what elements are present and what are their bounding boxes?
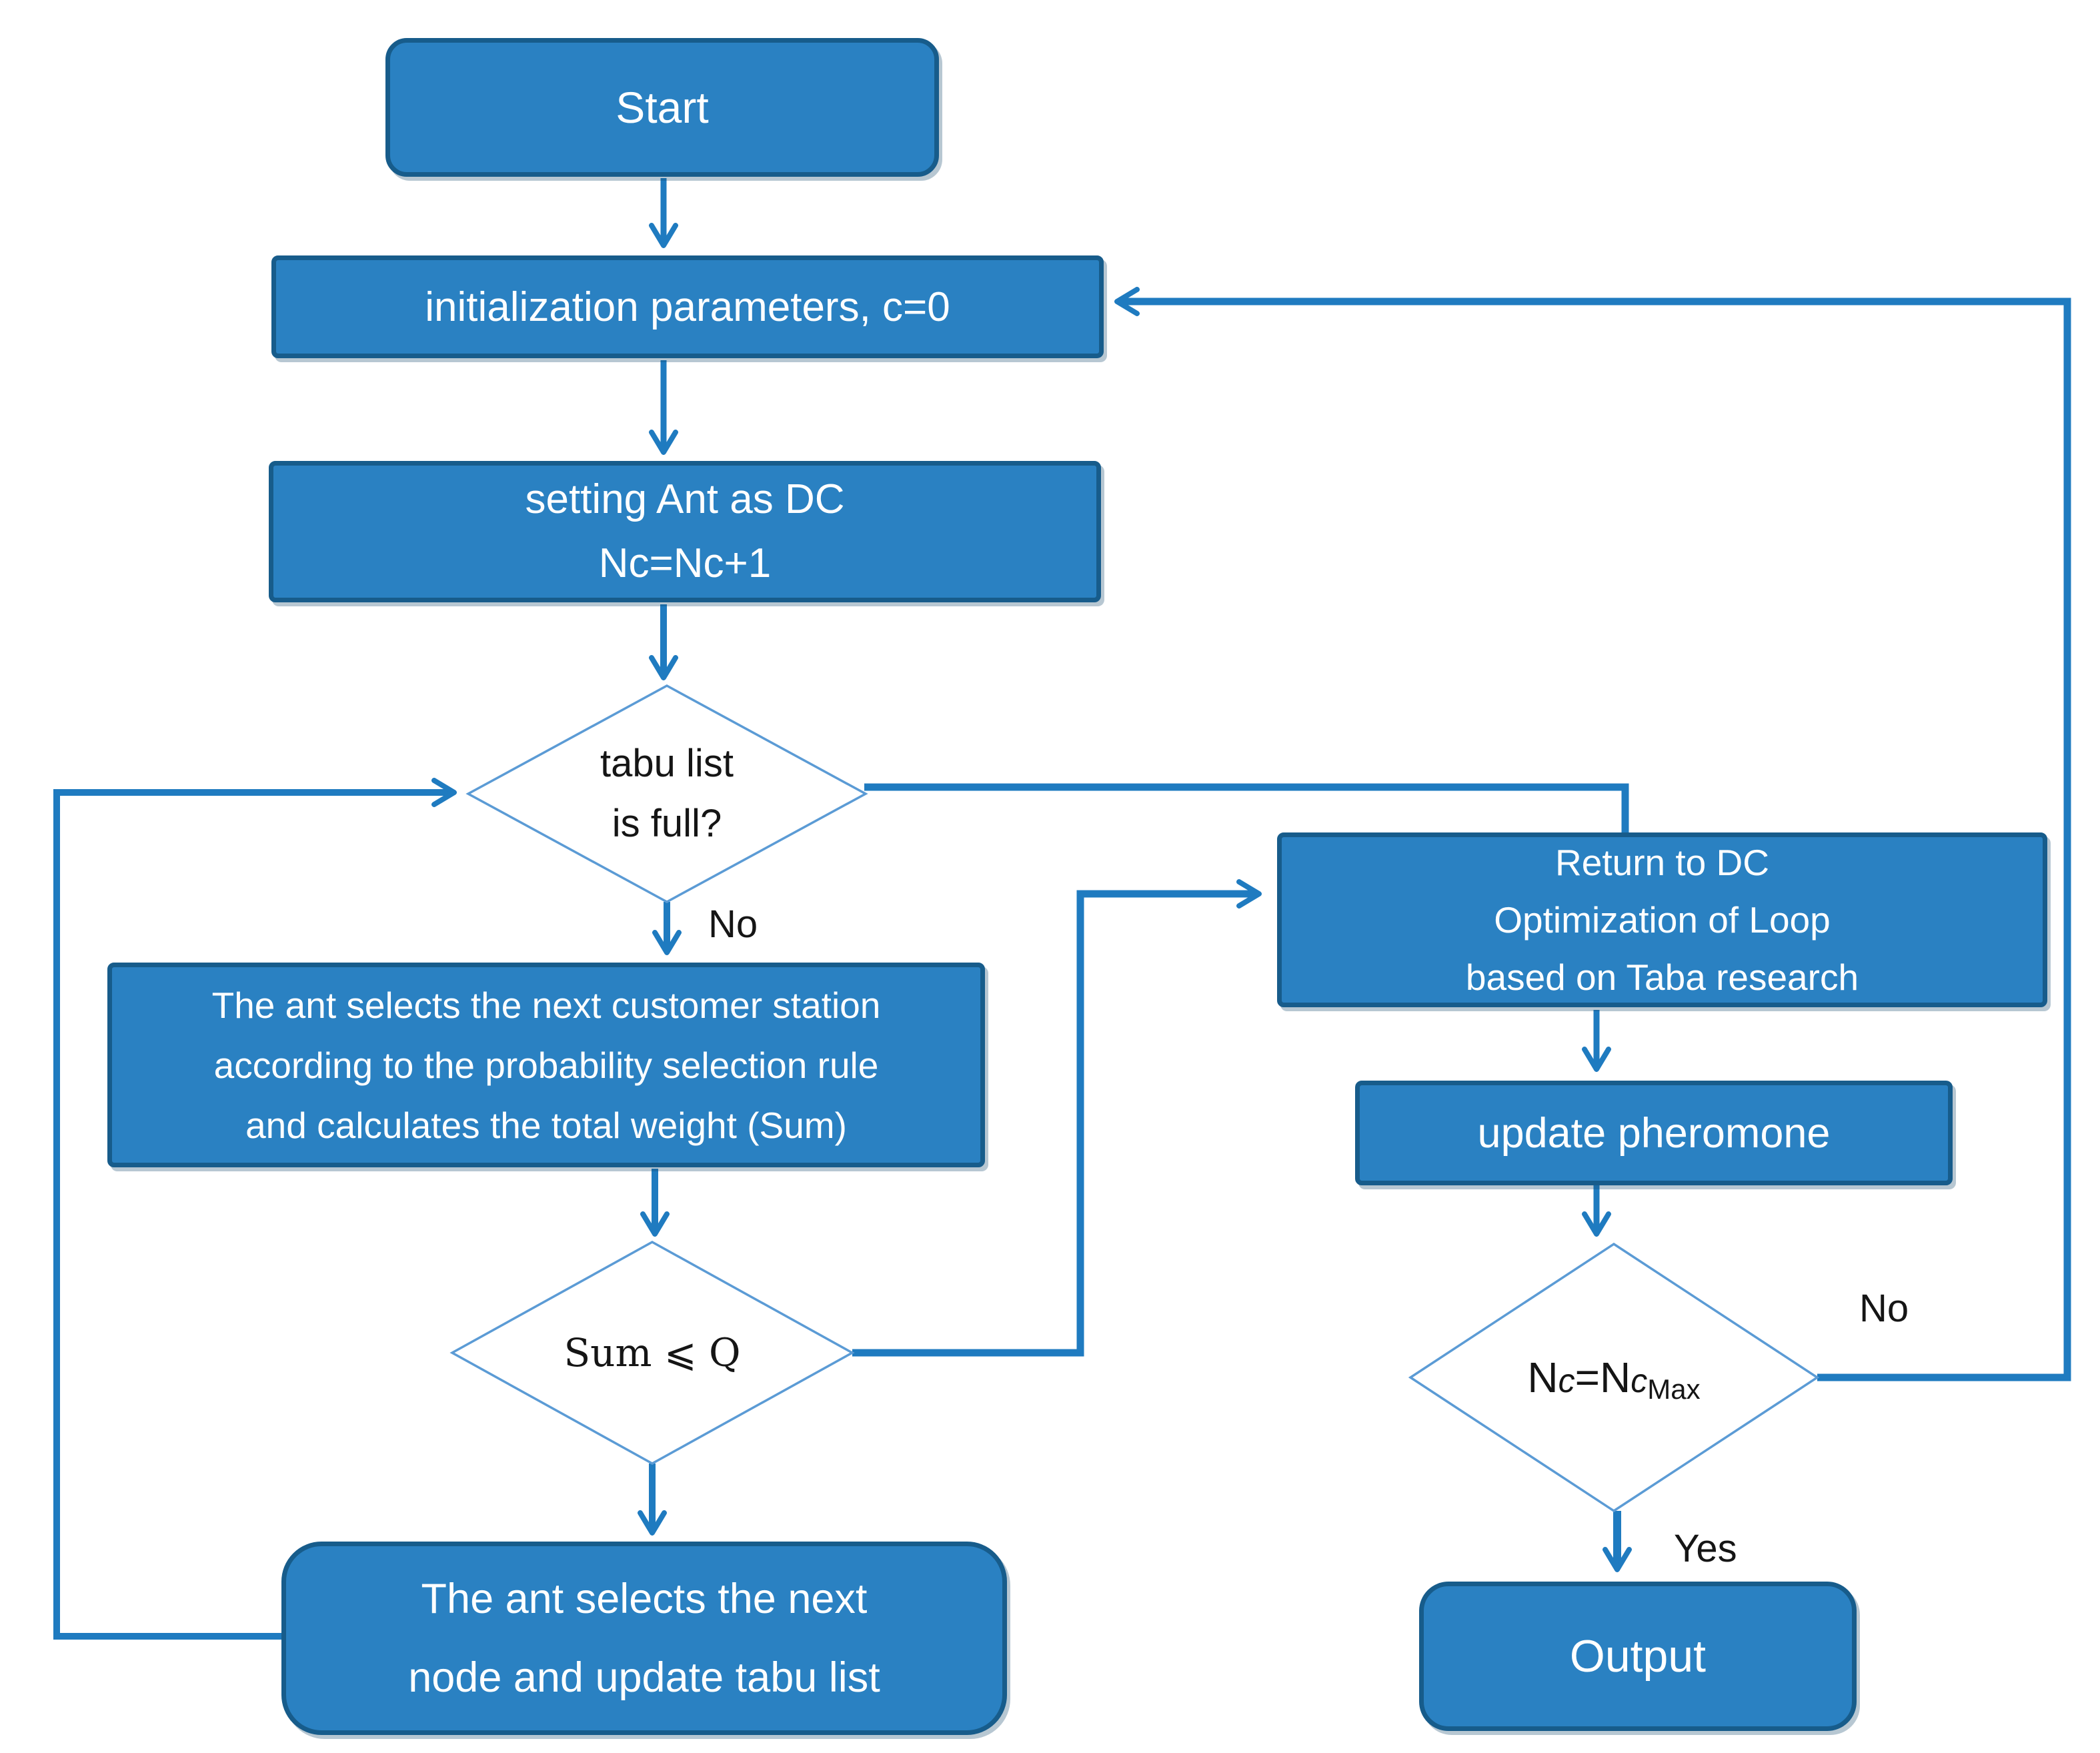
tabu-line-2: is full? — [612, 802, 722, 845]
update-pheromone-node: update pheromone — [1355, 1081, 1953, 1185]
tabu-no-label: No — [708, 903, 758, 946]
return-dc-line-1: Return to DC — [1555, 842, 1769, 883]
nc-no-label: No — [1859, 1287, 1909, 1330]
init-label: initialization parameters, c=0 — [425, 283, 950, 330]
select-node-box: The ant selects the next node and update… — [281, 1542, 1007, 1735]
return-dc-node: Return to DC Optimization of Loop based … — [1277, 832, 2047, 1007]
start-node: Start — [385, 38, 939, 177]
nc-diamond-label: Nc=NcMax — [1427, 1317, 1801, 1437]
nc-diamond-shape — [1408, 1242, 1820, 1513]
select-station-line-1: The ant selects the next customer statio… — [211, 984, 881, 1026]
nc-yes-label: Yes — [1674, 1527, 1737, 1570]
tabu-diamond-label: tabu list is full? — [527, 719, 807, 868]
select-node-line-2: node and update tabu list — [408, 1654, 880, 1701]
setting-line-1: setting Ant as DC — [525, 476, 845, 522]
tabu-diamond-shape — [465, 684, 868, 903]
select-station-line-2: according to the probability selection r… — [213, 1044, 879, 1086]
tabu-line-1: tabu list — [600, 742, 734, 785]
edge-sum-return-branch — [852, 879, 1262, 1357]
select-station-line-3: and calculates the total weight (Sum) — [245, 1104, 847, 1146]
return-dc-line-2: Optimization of Loop — [1494, 899, 1831, 941]
edge-tabu-return-branch — [864, 783, 1629, 836]
setting-node: setting Ant as DC Nc=Nc+1 — [269, 461, 1101, 602]
output-label: Output — [1569, 1631, 1707, 1682]
select-node-line-1: The ant selects the next — [421, 1576, 868, 1622]
update-pheromone-label: update pheromone — [1477, 1109, 1831, 1157]
sum-label: Sum ⩽ Q — [564, 1330, 741, 1375]
start-label: Start — [616, 83, 709, 132]
sum-diamond-label: Sum ⩽ Q — [512, 1306, 792, 1399]
init-node: initialization parameters, c=0 — [271, 255, 1104, 358]
setting-line-2: Nc=Nc+1 — [598, 540, 772, 586]
edge-select-node-tabu-loop — [53, 778, 457, 1640]
nc-label: Nc=NcMax — [1527, 1353, 1701, 1405]
sum-diamond-shape — [449, 1240, 855, 1466]
return-dc-line-3: based on Taba research — [1465, 957, 1859, 998]
output-node: Output — [1419, 1582, 1857, 1731]
edge-nc-init-loop-no — [1114, 287, 2071, 1381]
select-station-node: The ant selects the next customer statio… — [107, 963, 985, 1167]
